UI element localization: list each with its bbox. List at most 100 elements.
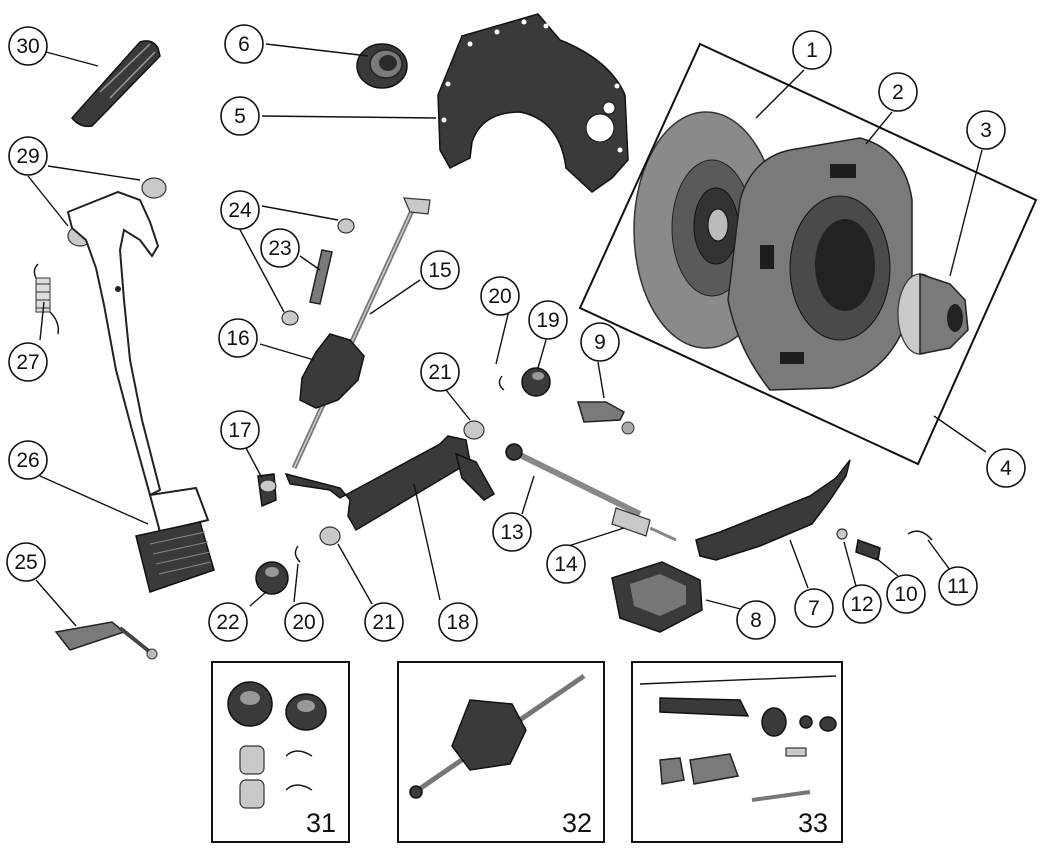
callout-circle	[8, 136, 48, 176]
callout-number: 10	[894, 583, 917, 606]
callout-c15: 15	[420, 250, 460, 290]
callout-circle	[8, 342, 48, 382]
callout-number: 6	[238, 33, 250, 56]
part-19-grommet	[521, 367, 551, 397]
callout-c25: 25	[6, 542, 46, 582]
part-10-fork-spring	[855, 538, 881, 562]
part-13-linkage-rod	[505, 443, 642, 517]
callout-circle	[420, 352, 460, 392]
callout-number: 14	[554, 553, 578, 576]
callout-c30: 30	[8, 26, 48, 66]
callout-c2: 2	[878, 72, 918, 112]
callout-circle	[492, 512, 532, 552]
callout-circle	[438, 602, 478, 642]
part-2-pressure-plate	[727, 137, 913, 391]
callout-circle	[364, 602, 404, 642]
callout-c16: 16	[218, 318, 258, 358]
frames	[211, 42, 1038, 843]
callout-circle	[220, 190, 260, 230]
part-26-pedal-pad	[135, 486, 215, 593]
callout-circle	[420, 250, 460, 290]
callout-circle	[794, 588, 834, 628]
clutch-kit-frame	[578, 42, 1038, 466]
callout-c12: 12	[842, 584, 882, 624]
callout-c3: 3	[966, 110, 1006, 150]
callout-number: 16	[226, 327, 249, 350]
part-25-pedal-bracket	[54, 621, 158, 660]
callout-circle	[284, 602, 324, 642]
callout-c11: 11	[938, 566, 978, 606]
kit-31-label: 31	[306, 808, 336, 838]
callout-circle	[986, 448, 1026, 488]
callout-c13: 13	[492, 512, 532, 552]
part-18-cross-shaft	[284, 435, 496, 532]
part-27-return-spring	[33, 263, 60, 335]
callout-circle	[966, 110, 1006, 150]
callout-c5: 5	[220, 96, 260, 136]
callout-circle	[6, 542, 46, 582]
callout-circle	[792, 30, 832, 70]
callout-number: 22	[216, 611, 239, 634]
kit-32-frame	[397, 661, 605, 843]
callout-circle	[480, 276, 520, 316]
part-11-spring-clip	[907, 530, 933, 541]
callout-number: 4	[1000, 457, 1012, 480]
part-7-release-fork	[695, 459, 851, 561]
leader-lines	[27, 43, 987, 627]
callout-circle	[938, 566, 978, 606]
callout-number: 11	[947, 575, 969, 598]
callout-number: 5	[234, 105, 246, 128]
callout-number: 25	[14, 551, 37, 574]
callout-c22: 22	[208, 602, 248, 642]
kit-31-frame	[211, 661, 350, 843]
kit-33-frame	[631, 661, 843, 843]
kit-33-label: 33	[798, 808, 828, 838]
callout-number: 13	[500, 521, 523, 544]
callout-c17: 17	[220, 410, 260, 450]
callout-circle	[218, 318, 258, 358]
callout-number: 3	[980, 119, 992, 142]
callout-c21a: 21	[420, 352, 460, 392]
callout-c21b: 21	[364, 602, 404, 642]
callout-number: 7	[808, 597, 820, 620]
callout-number: 29	[16, 145, 39, 168]
callout-c8: 8	[736, 600, 776, 640]
callout-circle	[546, 544, 586, 584]
part-22-grommet	[255, 561, 289, 595]
callout-number: 2	[892, 81, 904, 104]
callout-number: 23	[268, 237, 291, 260]
callout-c26: 26	[8, 440, 48, 480]
callout-number: 21	[372, 611, 395, 634]
callout-number: 9	[594, 331, 606, 354]
callout-number: 27	[16, 351, 39, 374]
callout-c6: 6	[224, 24, 264, 64]
kit-labels: 31 32 33	[306, 808, 828, 838]
callout-number: 8	[750, 609, 762, 632]
kit-32-label: 32	[562, 808, 592, 838]
callout-c24: 24	[220, 190, 260, 230]
callout-circle	[528, 300, 568, 340]
part-14-adjuster	[611, 507, 677, 542]
callout-circle	[208, 602, 248, 642]
callout-circle	[224, 24, 264, 64]
callout-c20b: 20	[284, 602, 324, 642]
callout-c19: 19	[528, 300, 568, 340]
callout-c29: 29	[8, 136, 48, 176]
part-5-dust-shield-plate	[437, 13, 629, 193]
part-6-pilot-bushing	[356, 43, 408, 89]
part-30-pedal-shaft-sleeve	[71, 40, 161, 128]
callout-circle	[736, 600, 776, 640]
callout-c1: 1	[792, 30, 832, 70]
part-12-pivot-ball	[836, 528, 848, 540]
part-17-ball-stud	[257, 473, 277, 508]
callout-circle	[886, 574, 926, 614]
callout-number: 19	[536, 309, 559, 332]
kit-31-contents	[227, 681, 327, 809]
kit-32-contents	[409, 673, 586, 799]
callout-circle	[260, 228, 300, 268]
callout-number: 20	[292, 611, 315, 634]
callout-c23: 23	[260, 228, 300, 268]
callout-c7: 7	[794, 588, 834, 628]
